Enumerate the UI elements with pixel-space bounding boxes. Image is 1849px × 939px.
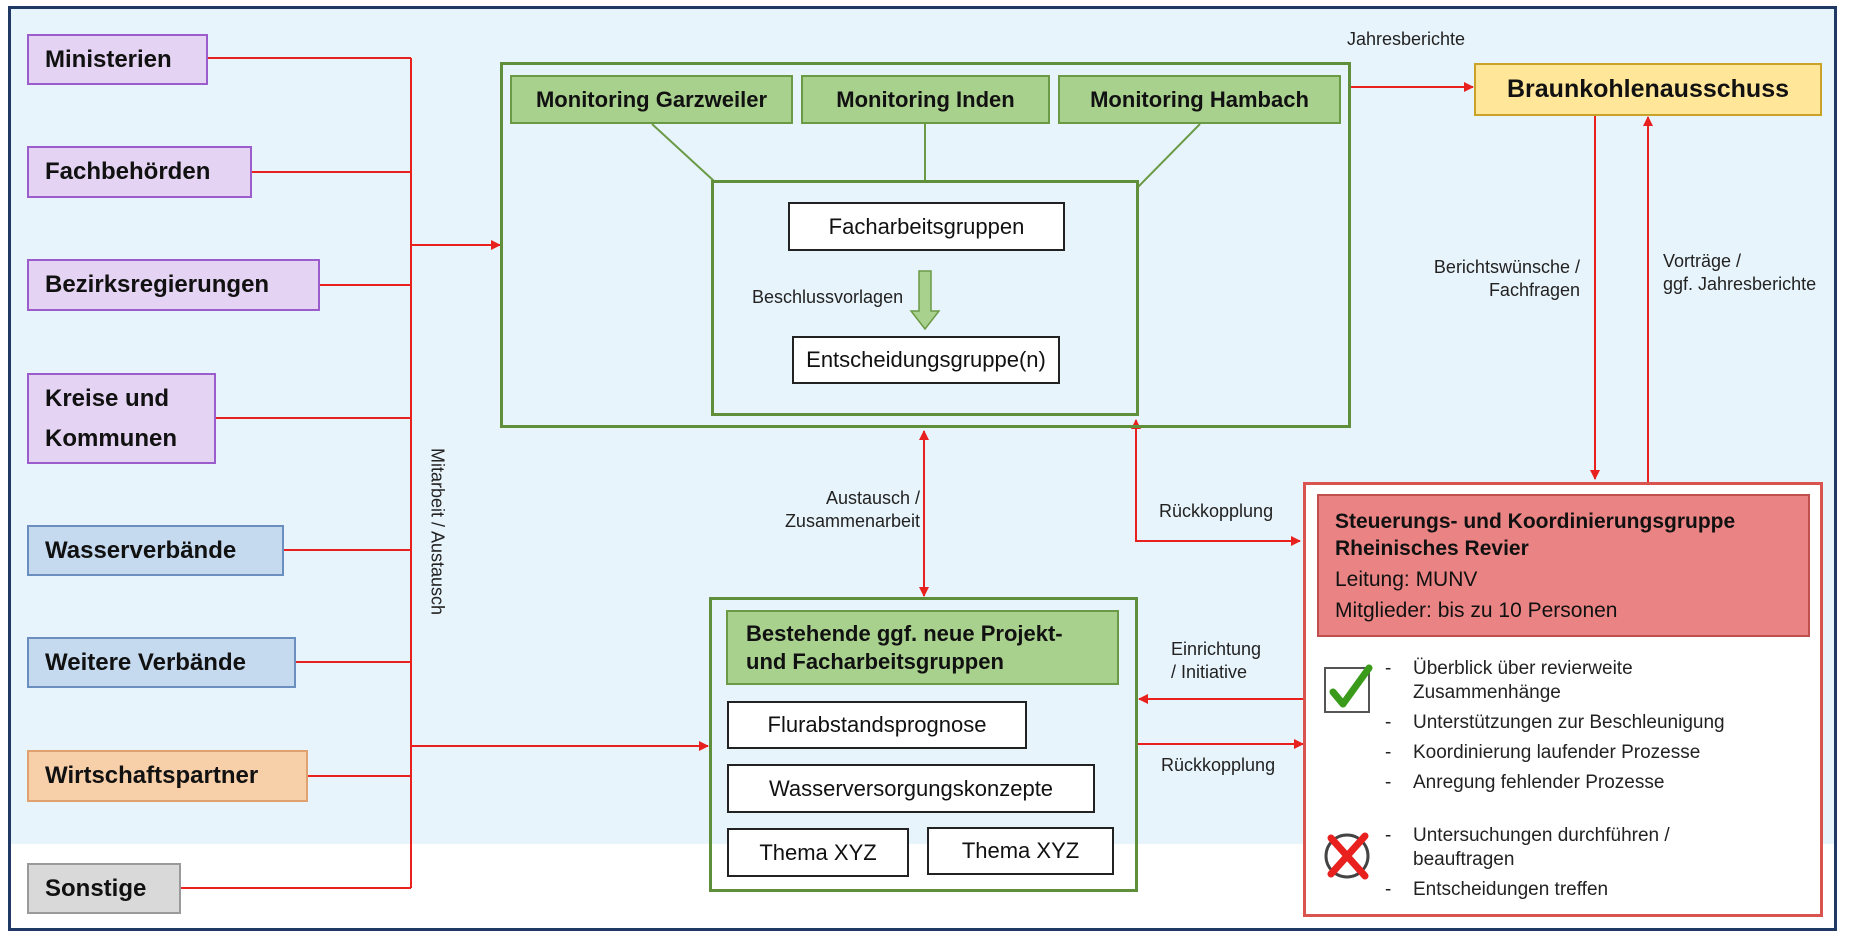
monitoring-garzweiler: Monitoring Garzweiler — [510, 75, 793, 124]
task-yes-1-text: Überblick über revierweite — [1413, 658, 1633, 679]
projekt-item-thema-2: Thema XYZ — [927, 827, 1114, 875]
monitoring-inden: Monitoring Inden — [801, 75, 1050, 124]
projekt-head: Bestehende ggf. neue Projekt- und Fachar… — [726, 610, 1119, 685]
connector-garzweiler — [651, 123, 715, 182]
vortraege-line-1: Vorträge / — [1663, 251, 1742, 271]
projekt-item-flurabstand: Flurabstandsprognose — [727, 701, 1027, 749]
stakeholder-kreise-kommunen-label: Kreise und Kommunen — [45, 384, 177, 452]
steuerung-title-2: Rheinisches Revier — [1335, 537, 1529, 560]
steuerung-mitglieder: Mitglieder: bis zu 10 Personen — [1335, 599, 1618, 622]
einrichtung-line-1: Einrichtung — [1171, 639, 1262, 659]
steuerung-leitung: Leitung: MUNV — [1335, 568, 1478, 591]
monitoring-inner-frame — [711, 180, 1139, 416]
task-yes-3-text: Koordinierung laufender Prozesse — [1413, 742, 1701, 763]
rueckkopplung-bottom-label: Rückkopplung — [1161, 755, 1276, 775]
monitoring-hambach: Monitoring Hambach — [1058, 75, 1341, 124]
stakeholder-sonstige: Sonstige — [27, 863, 181, 914]
berichtswuensche-line-2: Fachfragen — [1488, 280, 1580, 300]
task-yes-1b-text: Zusammenhänge — [1413, 682, 1561, 703]
berichtswuensche-line-1: Berichtswünsche / — [1433, 257, 1580, 277]
stakeholder-fachbehoerden: Fachbehörden — [27, 146, 252, 198]
steuerung-title-1: Steuerungs- und Koordinierungsgruppe — [1335, 510, 1736, 533]
stakeholder-weitere-verbaende: Weitere Verbände — [27, 637, 296, 688]
einrichtung-label: Einrichtung / Initiative — [1171, 638, 1261, 684]
austausch-line-1: Austausch / — [825, 488, 920, 508]
berichtswuensche-label: Berichtswünsche / Fachfragen — [1380, 256, 1580, 302]
beschlussvorlagen-label: Beschlussvorlagen — [752, 287, 904, 307]
austausch-label: Austausch / Zusammenarbeit — [720, 487, 920, 533]
task-no-1b-text: beauftragen — [1413, 849, 1515, 870]
check-icon — [1323, 662, 1375, 718]
task-no-1-text: Untersuchungen durchführen / — [1413, 825, 1670, 846]
projekt-head-text: Bestehende ggf. neue Projekt- und Fachar… — [746, 620, 1063, 676]
vortraege-label: Vorträge / ggf. Jahresberichte — [1663, 250, 1816, 296]
entscheidungsgruppe-box: Entscheidungsgruppe(n) — [792, 336, 1060, 384]
connector-hambach — [1137, 123, 1201, 188]
monitoring-frame — [500, 62, 1351, 428]
projekt-head-line-2: und Facharbeitsgruppen — [746, 648, 1004, 674]
projekt-frame — [709, 597, 1138, 892]
steuerung-head: Steuerungs- und Koordinierungsgruppe Rhe… — [1317, 494, 1810, 637]
beschluss-arrow — [909, 270, 941, 331]
facharbeitsgruppen-box: Facharbeitsgruppen — [788, 202, 1065, 251]
projekt-head-line-1: Bestehende ggf. neue Projekt- — [746, 620, 1063, 646]
cross-icon — [1323, 828, 1375, 884]
jahresberichte-label: Jahresberichte — [1347, 29, 1466, 49]
stakeholder-wasserverbaende: Wasserverbände — [27, 525, 284, 576]
projekt-item-wasserversorgung: Wasserversorgungskonzepte — [727, 764, 1095, 813]
stakeholder-bezirksregierungen: Bezirksregierungen — [27, 259, 320, 311]
braunkohlenausschuss-box: Braunkohlenausschuss — [1474, 63, 1822, 116]
stakeholder-ministerien: Ministerien — [27, 34, 208, 85]
projekt-item-thema-1: Thema XYZ — [727, 828, 909, 877]
einrichtung-line-2: / Initiative — [1171, 662, 1248, 682]
task-yes-2-text: Unterstützungen zur Beschleunigung — [1413, 712, 1725, 733]
stakeholder-kreise-kommunen: Kreise und Kommunen — [27, 373, 216, 464]
outer-border — [8, 6, 1837, 931]
vortraege-line-2: ggf. Jahresberichte — [1663, 274, 1817, 294]
austausch-line-2: Zusammenarbeit — [784, 511, 920, 531]
task-yes-4-text: Anregung fehlender Prozesse — [1413, 772, 1665, 793]
stakeholder-wirtschaftspartner: Wirtschaftspartner — [27, 750, 308, 802]
rueckkopplung-top-label: Rückkopplung — [1159, 501, 1274, 521]
task-no-2-text: Entscheidungen treffen — [1413, 879, 1609, 900]
